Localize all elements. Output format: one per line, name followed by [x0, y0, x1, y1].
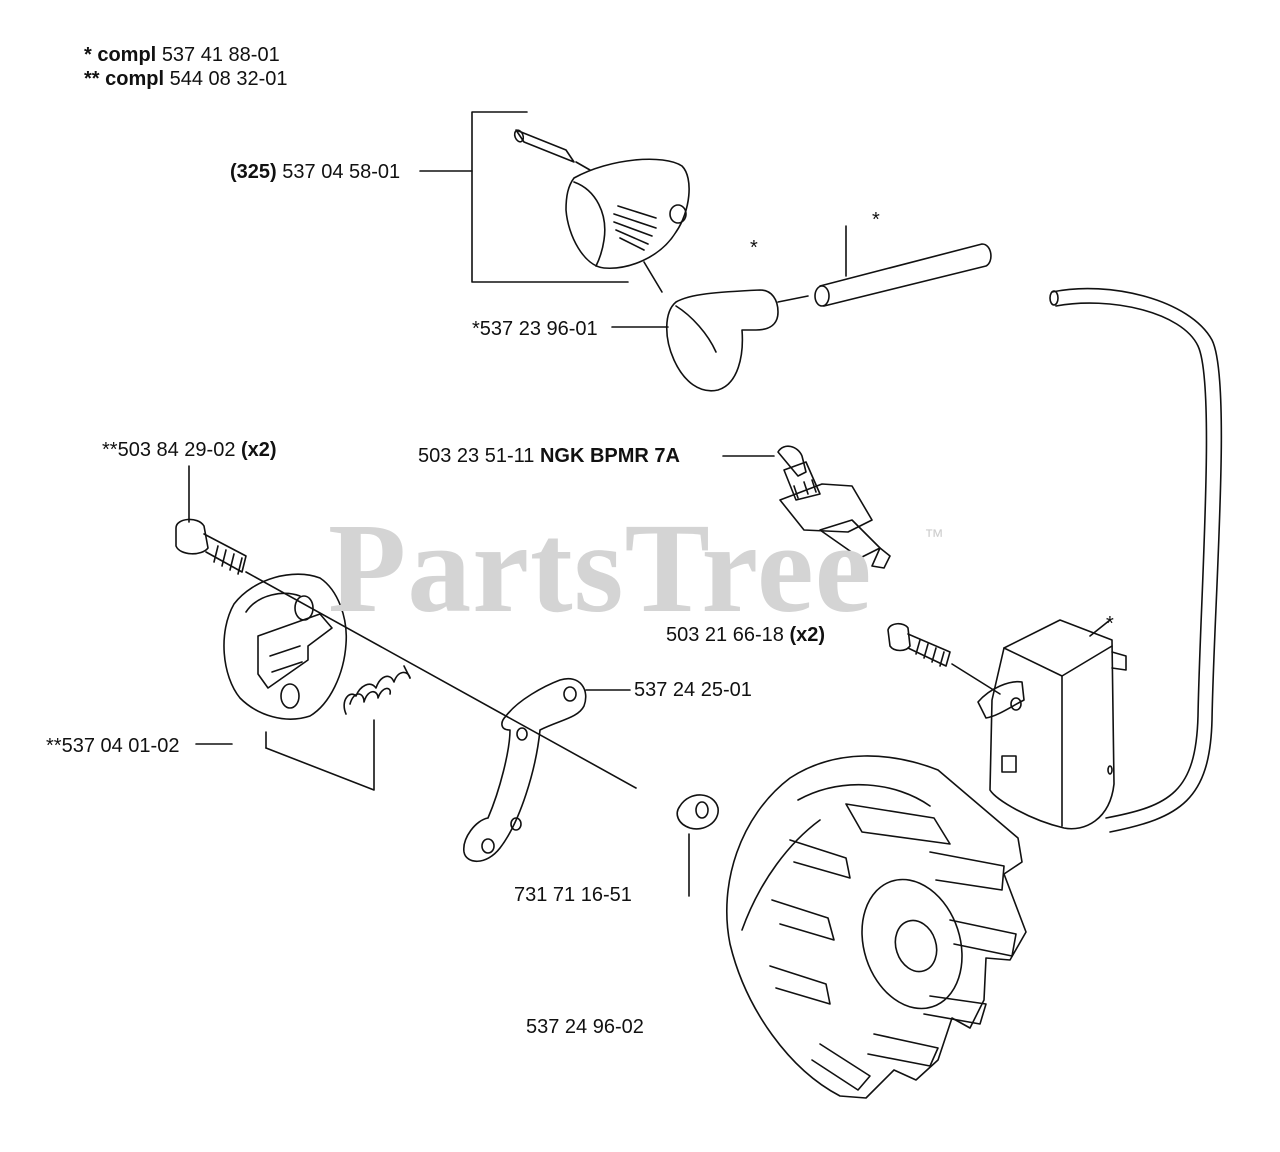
axis-line	[245, 571, 637, 789]
label-boot-cap-ref: (325)	[230, 161, 277, 183]
spark-boot-part	[611, 289, 809, 392]
header-note-2-num: 544 08 32-01	[169, 68, 288, 90]
pin-part	[513, 129, 591, 171]
label-coil-screw[interactable]: 503 21 66-18 (x2)	[666, 624, 825, 646]
trademark-mark: ™	[924, 526, 944, 548]
label-arm[interactable]: 731 71 16-51	[514, 884, 632, 906]
label-screw-top-qty: (x2)	[241, 439, 277, 461]
label-coil-screw-qty: (x2)	[789, 624, 826, 646]
label-spark-plug[interactable]: 503 23 51-11 NGK BPMR 7A	[418, 445, 680, 467]
star-coil: *	[1106, 613, 1114, 635]
star-boot: *	[750, 237, 758, 259]
label-boot-cap-num: 537 04 58-01	[282, 161, 401, 183]
label-housing[interactable]: **537 04 01-02	[46, 735, 180, 757]
star-tube: *	[872, 209, 880, 231]
housing-part	[195, 573, 375, 791]
header-note-2-mark: ** compl	[84, 68, 165, 90]
header-note-1: * compl 537 41 88-01	[84, 44, 280, 66]
header-note-1-mark: * compl	[84, 44, 157, 66]
group-bracket-325	[419, 111, 629, 283]
ignition-coil-part	[977, 619, 1127, 830]
ignition-cable	[1049, 287, 1223, 833]
bracket-plate-part	[463, 677, 631, 863]
screw-top-part	[175, 465, 247, 575]
label-spark-plug-num: 503 23 51-11	[418, 445, 535, 467]
label-bracket-plate[interactable]: 537 24 25-01	[634, 679, 752, 701]
spring-part	[343, 665, 411, 715]
tube-part	[814, 225, 992, 307]
flywheel-part	[726, 755, 1027, 1099]
label-boot-cap[interactable]: (325) 537 04 58-01	[230, 161, 400, 183]
label-flywheel[interactable]: 537 24 96-02	[526, 1016, 644, 1038]
watermark-logo: PartsTree	[328, 497, 873, 639]
label-screw-top-num: **503 84 29-02	[102, 439, 236, 461]
boot-cap-part	[565, 158, 690, 293]
spark-plug-part	[722, 445, 891, 569]
coil-screw-part	[887, 622, 1001, 695]
label-coil-screw-num: 503 21 66-18	[666, 624, 784, 646]
nut-part	[676, 794, 719, 897]
header-note-2: ** compl 544 08 32-01	[84, 68, 287, 90]
label-spark-plug-type: NGK BPMR 7A	[539, 445, 680, 467]
label-screw-top[interactable]: **503 84 29-02 (x2)	[102, 439, 277, 461]
label-spark-boot[interactable]: *537 23 96-01	[472, 318, 598, 340]
header-note-1-num: 537 41 88-01	[161, 44, 280, 66]
